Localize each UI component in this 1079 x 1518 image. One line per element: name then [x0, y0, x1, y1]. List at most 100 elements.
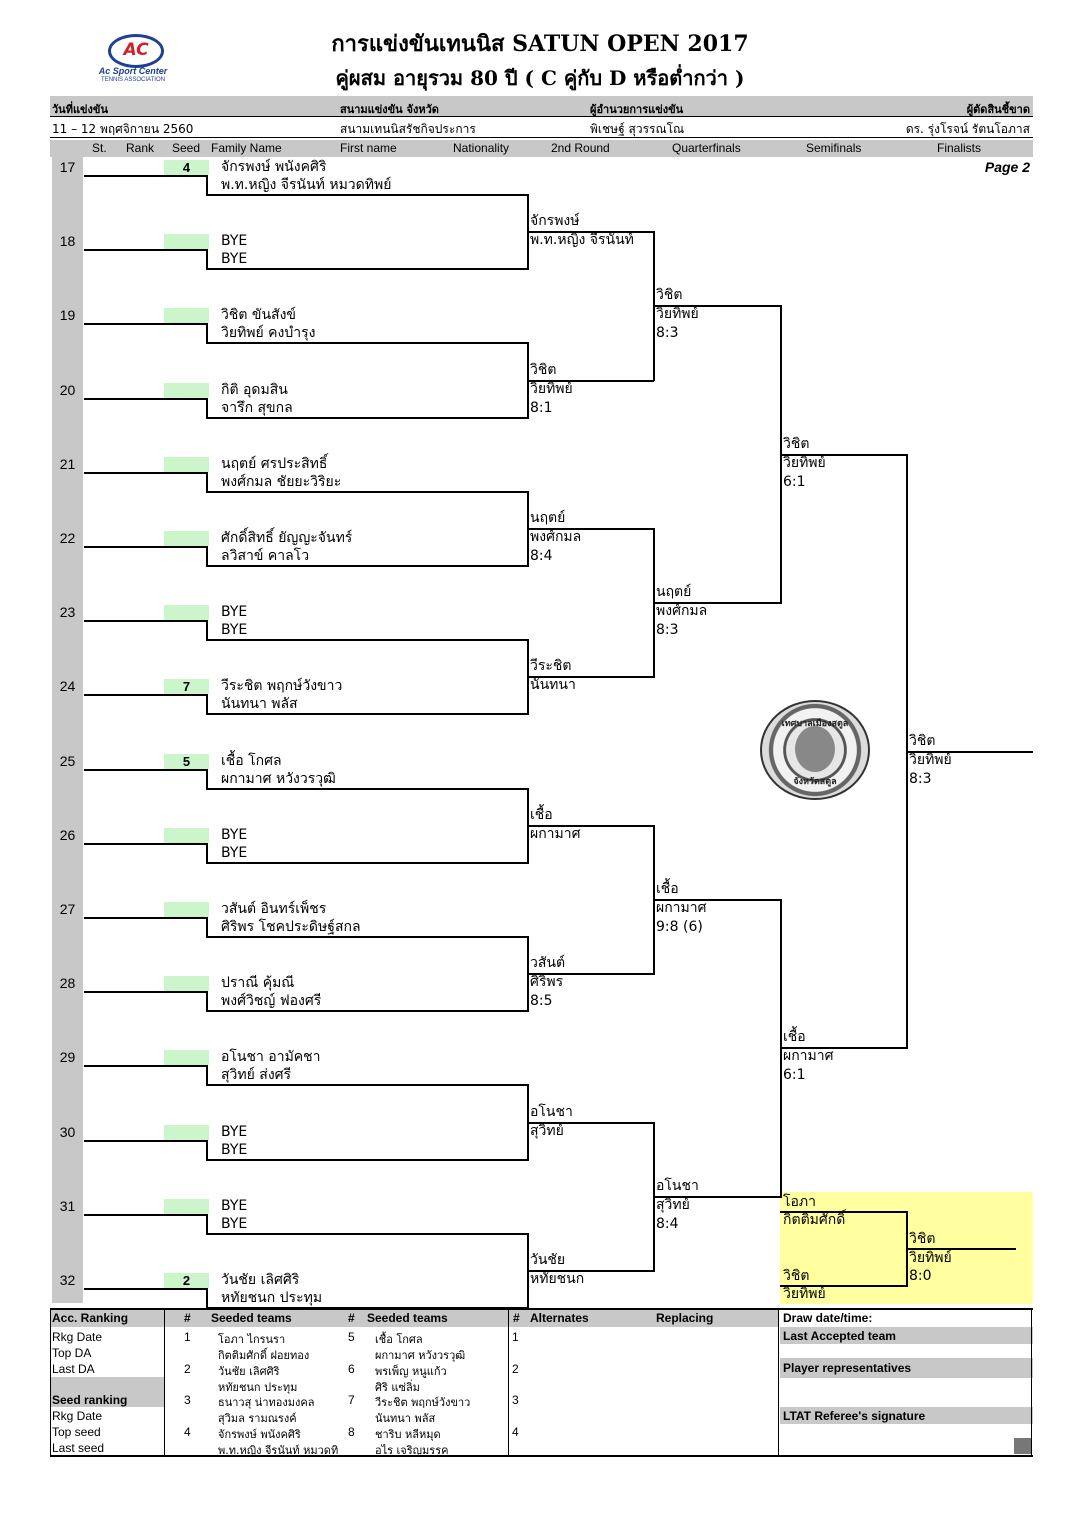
entry-line: [84, 1139, 208, 1142]
seed-box: [164, 1050, 209, 1066]
playoff-score: 8:0: [909, 1268, 932, 1284]
quarterfinal-winner-name-b: สุวิทย์: [656, 1196, 690, 1213]
pair-bracket: [206, 768, 208, 789]
divider: [50, 116, 1033, 117]
seed-box: [164, 605, 209, 621]
champion-name-b: วิยทิพย์: [909, 751, 952, 768]
seed-box: 4: [164, 160, 209, 175]
semifinal-winner-score: 6:1: [783, 1067, 806, 1084]
pair-bracket: [206, 1065, 208, 1086]
advance-line: [653, 305, 780, 308]
signature-box[interactable]: [1014, 1438, 1031, 1454]
pair-bracket: [206, 917, 208, 937]
last-accepted-label: Last Accepted team: [783, 1329, 896, 1343]
bottom-header-bar: [50, 1310, 778, 1327]
player-one-name: วิชิต ขันสังข์: [221, 307, 296, 324]
seeded-player-two: กิตติมศักดิ์ ฝอยทอง: [218, 1349, 310, 1362]
quarterfinal-winner-name-a: วิชิต: [656, 287, 683, 304]
table-divider: [164, 1308, 165, 1457]
semifinal-winner-name-a: วิชิต: [783, 435, 810, 452]
player-reps-label: Player representatives: [783, 1361, 912, 1375]
seeded-player-one: โอภา ไกรนรา: [218, 1333, 286, 1346]
seed-ranking-bar: [50, 1377, 164, 1407]
player-two-name: พงศ์กมล ชัยยะวิริยะ: [221, 473, 342, 490]
quarterfinal-winner-score: 8:4: [656, 1215, 679, 1232]
round2-winner-name-a: วันชัย: [530, 1251, 566, 1268]
player-one-name: BYE: [221, 826, 248, 843]
date-label: วันที่แข่งขัน: [52, 103, 108, 116]
rkg-date-label: Rkg Date: [52, 1409, 103, 1423]
pair-bracket: [206, 471, 208, 492]
seeded-player-two: หทัยชนก ประทุม: [218, 1380, 298, 1394]
hash-label: #: [184, 1311, 191, 1325]
info-label-bar: [50, 96, 1033, 116]
draw-number: 20: [59, 381, 76, 398]
hash-label: #: [348, 1311, 355, 1325]
pair-bracket: [206, 1139, 208, 1160]
seeded-player-two: ศิริ แซ่ลิ่ม: [375, 1380, 420, 1394]
advance-line: [527, 824, 654, 827]
player-two-name: BYE: [221, 251, 248, 268]
entry-line: [84, 620, 208, 623]
draw-number: 21: [59, 455, 76, 472]
hash-label: #: [513, 1311, 520, 1325]
champion-score: 8:3: [909, 770, 932, 787]
match-line: [206, 342, 528, 345]
alternates-label: Alternates: [530, 1311, 589, 1325]
round2-winner-name-b: วิยทิพย์: [530, 380, 573, 397]
player-one-name: BYE: [221, 233, 248, 250]
round2-winner-name-a: นฤตย์: [530, 509, 566, 526]
playoff-line: [780, 1211, 907, 1213]
player-one-name: ปราณี คุ้มณี: [221, 975, 295, 992]
pair-bracket: [206, 842, 208, 863]
seed-box: [164, 1124, 209, 1140]
entry-line: [84, 991, 208, 994]
seed-box: [164, 234, 209, 250]
draw-number: 30: [59, 1123, 76, 1140]
draw-number: 18: [59, 233, 76, 250]
entry-line: [84, 1213, 208, 1216]
pair-bracket: [206, 1213, 208, 1234]
seed-box: [164, 531, 209, 546]
round2-winner-score: 8:5: [530, 993, 553, 1010]
player-two-name: ผกามาศ หวังวรวุฒิ: [221, 770, 336, 787]
pair-bracket: [206, 249, 208, 270]
player-two-name: พงศ์วิชญ์ ฟองศรี: [221, 993, 322, 1010]
table-divider: [50, 1308, 51, 1457]
pair-bracket: [206, 991, 208, 1012]
seeded-teams-label: Seeded teams: [211, 1311, 292, 1325]
date-value: 11 – 12 พฤศจิกายน 2560: [52, 122, 194, 136]
acc-ranking-label: Acc. Ranking: [52, 1311, 129, 1325]
player-two-name: ลวิสาข์ คาลโว: [221, 548, 310, 564]
entry-line: [84, 323, 208, 326]
draw-number: 24: [59, 678, 76, 695]
player-one-name: อโนชา อามัคชา: [221, 1049, 321, 1066]
seed-box: [164, 1198, 209, 1214]
page-label: Page 2: [984, 159, 1030, 175]
draw-number: 25: [59, 752, 76, 769]
entry-line: [84, 471, 208, 474]
match-line: [206, 416, 528, 419]
referee-sig-label: LTAT Referee's signature: [783, 1409, 926, 1423]
pair-bracket: [206, 175, 208, 195]
player-two-name: BYE: [221, 1141, 248, 1158]
champion-line: [906, 750, 1033, 753]
director-value: พิเชษฐ์ สุวรรณโณ: [590, 122, 685, 136]
seeded-player-two: อไร เจริญมรรค: [375, 1443, 449, 1457]
seeded-player-two: นันทนา พลัส: [375, 1412, 436, 1425]
logo-line2: TENNIS ASSOCIATION: [101, 77, 165, 83]
quarterfinal-winner-name-b: ผกามาศ: [656, 899, 707, 916]
draw-date-label: Draw date/time:: [783, 1311, 873, 1325]
semifinal-winner-name-a: เชื้อ: [783, 1029, 806, 1046]
seeded-player-one: ชาริบ หลีหมุด: [375, 1427, 441, 1441]
col-2nd-round: 2nd Round: [551, 141, 610, 155]
seed-number: 6: [348, 1361, 355, 1376]
seeded-player-one: จักรพงษ์ พนังคศิริ: [218, 1427, 301, 1441]
col-quarterfinals: Quarterfinals: [672, 141, 741, 155]
entry-line: [84, 694, 208, 697]
pair-bracket: [206, 397, 208, 418]
player-two-name: BYE: [221, 1215, 248, 1232]
referee-sig-bar: [780, 1407, 1033, 1424]
entry-line: [84, 1288, 208, 1290]
entry-line: [84, 842, 208, 845]
